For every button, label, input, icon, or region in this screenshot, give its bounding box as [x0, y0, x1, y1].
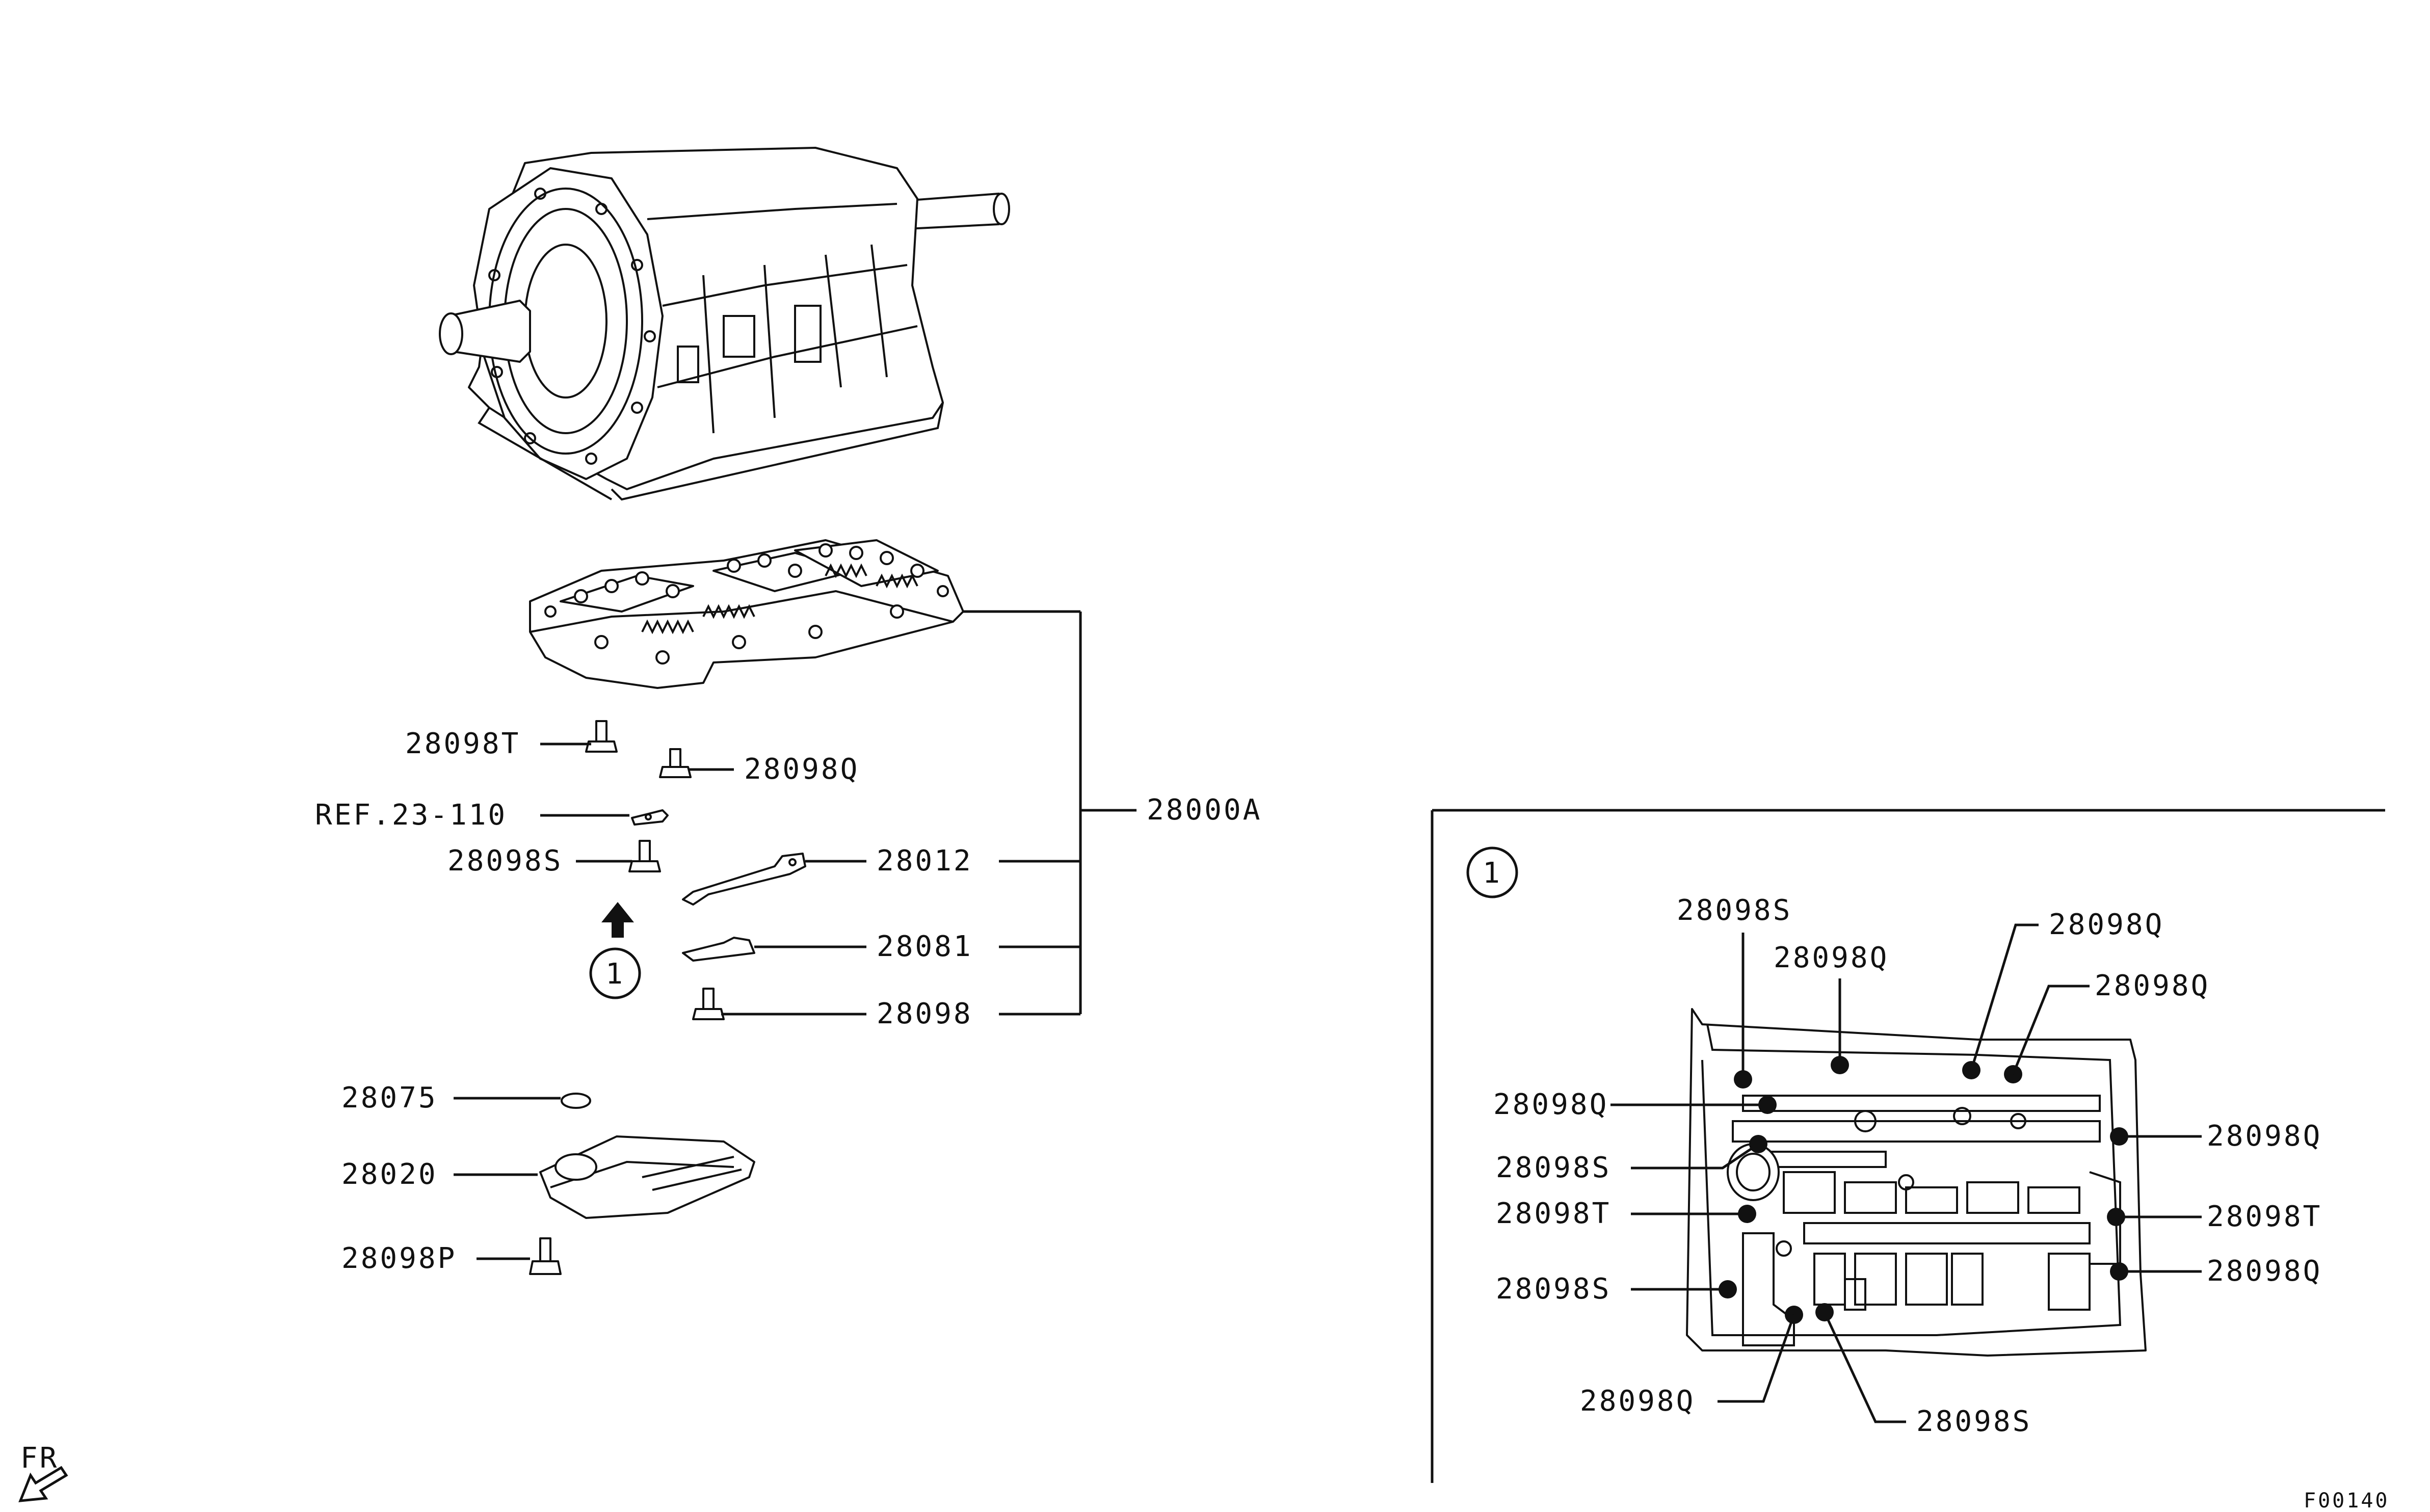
detail-view-frame [1431, 809, 2385, 1483]
detail-leader-lines [1610, 923, 2202, 1423]
bolt-28098-icon [692, 988, 725, 1020]
detail-label-top-28098Q-3: 28098Q [2095, 969, 2210, 1002]
label-28075: 28075 [341, 1081, 438, 1115]
detail-label-right-28098Q-2: 28098Q [2207, 1255, 2322, 1288]
bolt-28098S-icon [628, 840, 661, 872]
detail-label-right-28098T: 28098T [2207, 1200, 2322, 1233]
detail-valve-body-illustration [1686, 1008, 2147, 1357]
detail-label-right-28098Q-1: 28098Q [2207, 1120, 2322, 1153]
leader-lines [454, 610, 1137, 1260]
label-28098T: 28098T [405, 727, 520, 760]
detail-label-left-28098Q: 28098Q [1493, 1088, 1608, 1121]
detail-label-top-28098Q-1: 28098Q [2049, 908, 2164, 941]
detail-callout-number: 1 [1483, 857, 1502, 890]
detail-label-left-28098S-2: 28098S [1496, 1272, 1611, 1306]
bolt-28098P-icon [529, 1237, 562, 1275]
detail-label-top-28098Q-2: 28098Q [1774, 941, 1889, 974]
figure-code: F00140 [2304, 1489, 2390, 1512]
label-28000A: 28000A [1147, 793, 1262, 827]
detail-label-left-28098T: 28098T [1496, 1197, 1611, 1230]
label-28098P: 28098P [341, 1242, 457, 1275]
bolt-28098T-icon [585, 720, 618, 753]
label-28020: 28020 [341, 1158, 438, 1191]
front-direction-indicator: FR [18, 1442, 68, 1502]
front-arrow-icon [18, 1466, 68, 1502]
valve-body-illustration [529, 539, 964, 689]
filter-28020-icon [539, 1135, 755, 1219]
detail-label-left-28098S-1: 28098S [1496, 1151, 1611, 1184]
label-28098: 28098 [877, 997, 973, 1030]
front-label: FR [20, 1442, 59, 1475]
callout-circle: 1 [589, 947, 641, 999]
up-arrow-icon [601, 902, 634, 938]
ref-clip-icon [631, 809, 669, 826]
label-28098Q: 28098Q [744, 753, 859, 786]
detail-callout-circle: 1 [1466, 846, 1518, 898]
detail-label-top-28098S: 28098S [1677, 894, 1792, 927]
detail-label-bottom-28098Q: 28098Q [1580, 1385, 1695, 1418]
label-ref-23-110: REF.23-110 [315, 799, 507, 832]
bolt-28098Q-icon [659, 748, 692, 778]
label-28098S: 28098S [447, 844, 563, 878]
transmission-illustration [439, 147, 1010, 501]
callout-number: 1 [605, 958, 625, 991]
label-28081: 28081 [877, 930, 973, 963]
oring-28075-icon [561, 1093, 591, 1109]
detail-label-bottom-28098S: 28098S [1916, 1405, 2031, 1438]
plate-28081-icon [682, 937, 755, 962]
bracket-28012-icon [682, 853, 806, 906]
label-28012: 28012 [877, 844, 973, 878]
